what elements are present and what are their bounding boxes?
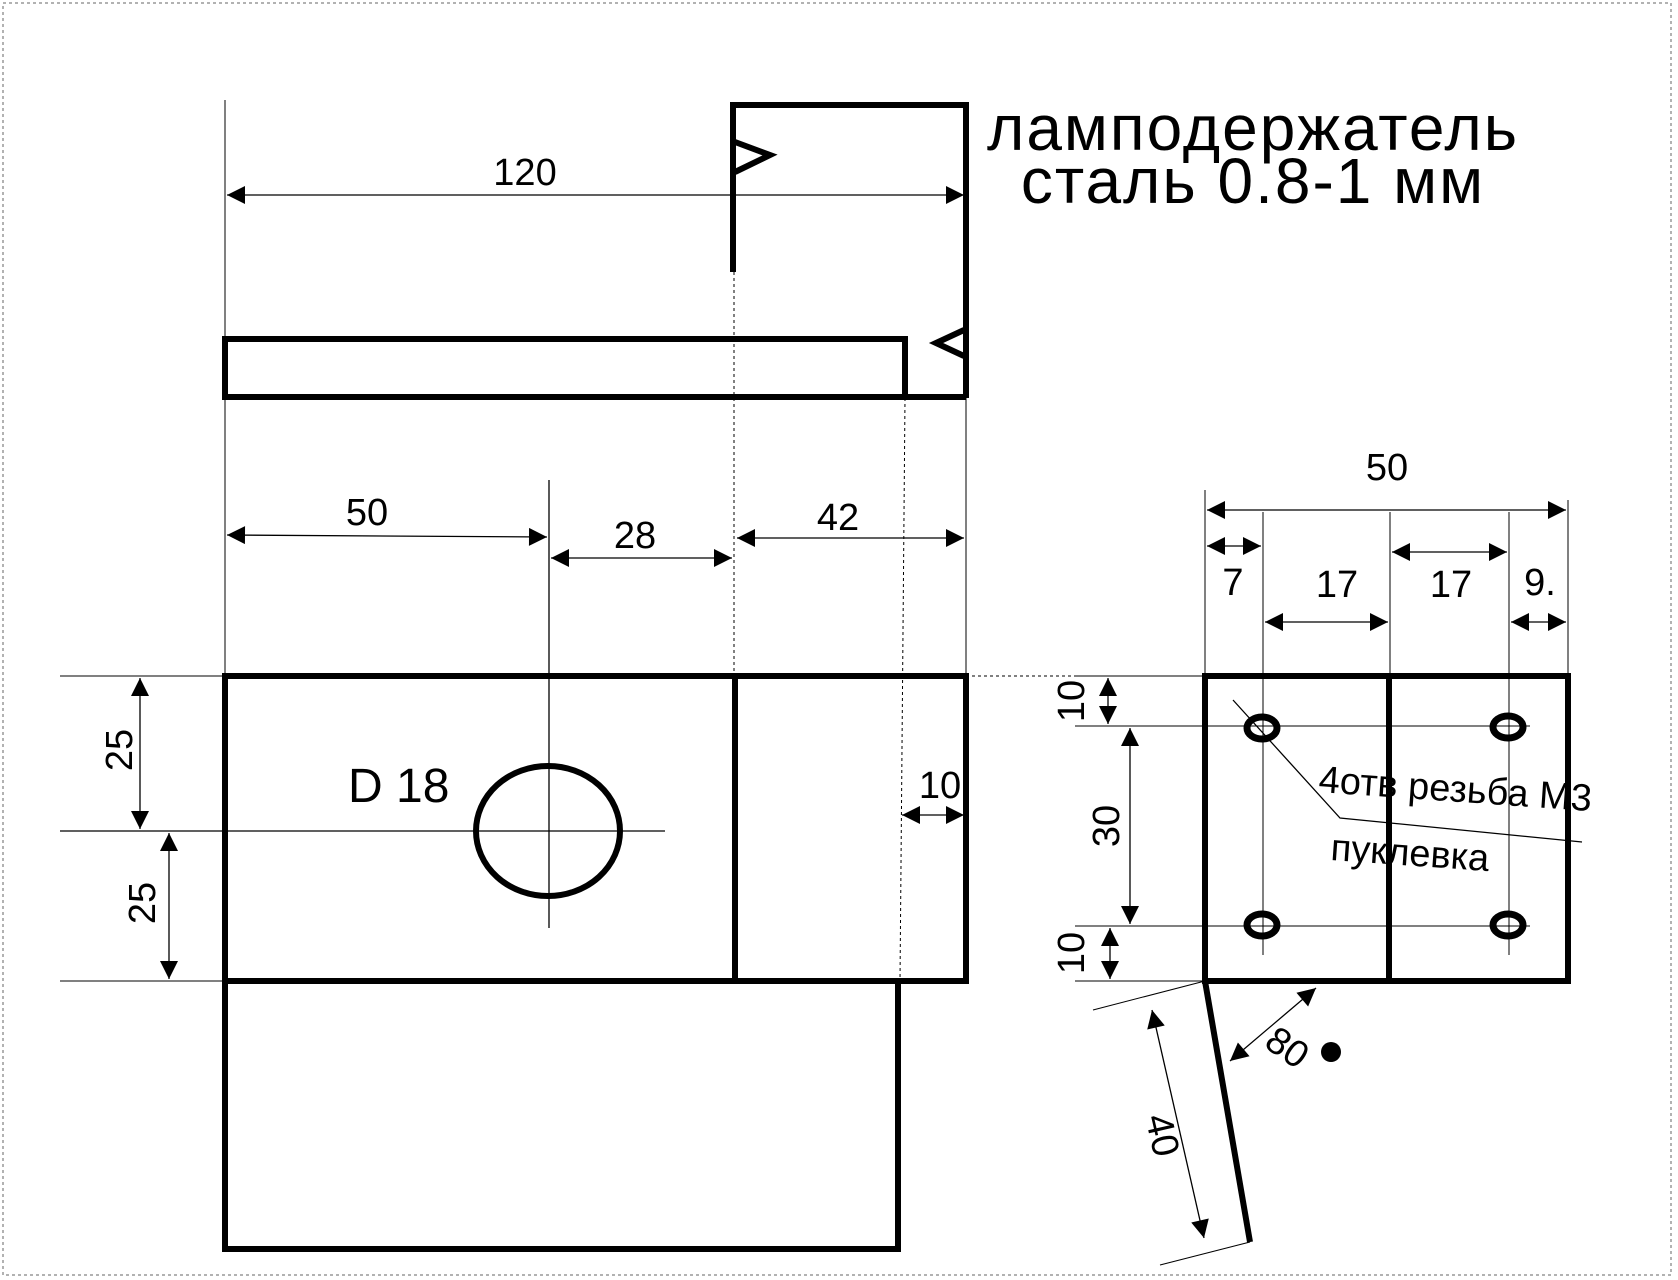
bent-tab [1202, 980, 1253, 1243]
dim-80: 80 [1258, 1019, 1317, 1078]
dimension-side-right: 9. [1511, 562, 1566, 631]
punch-note: пуклевка [1329, 827, 1491, 880]
top-profile [222, 102, 969, 400]
hook-mark-side [928, 327, 966, 359]
dim-50: 50 [346, 492, 388, 534]
leader-line [1232, 699, 1583, 843]
flat-pattern [60, 480, 969, 1252]
thread-hole-1 [1243, 713, 1281, 743]
hook-mark-top [733, 139, 778, 175]
dimension-upper-half: 25 [99, 678, 149, 829]
dimension-side-spacing-2: 17 [1392, 543, 1507, 606]
dim-28: 28 [614, 515, 656, 557]
dimension-middle-offset: 28 [551, 515, 732, 567]
thread-hole-3 [1243, 910, 1281, 940]
dimension-left-offset: 50 [226, 492, 548, 546]
main-plate [222, 673, 969, 984]
dim-42: 42 [817, 497, 859, 539]
dimension-right-offset: 42 [737, 497, 964, 547]
dimension-fold-margin: 10 [902, 765, 964, 824]
dim-10-fold: 10 [919, 765, 961, 807]
dim-10-top: 10 [1051, 680, 1093, 722]
dimension-side-hole-span: 30 [1086, 728, 1139, 924]
dimension-side-top: 10 [1051, 678, 1117, 724]
dim-17-b: 17 [1430, 564, 1472, 606]
dim-25-lower: 25 [122, 882, 164, 924]
dim-side-50: 50 [1366, 447, 1408, 489]
dimension-side-width: 50 [1207, 447, 1566, 519]
dim-9: 9. [1524, 562, 1556, 604]
dim-120: 120 [493, 152, 556, 194]
lower-plate [222, 978, 901, 1252]
dimension-side-left: 7 [1207, 537, 1261, 604]
dimension-lower-half: 25 [122, 833, 178, 979]
hole-diameter-label: D 18 [348, 760, 449, 813]
thread-hole-4 [1489, 910, 1527, 940]
dimension-side-spacing-1: 17 [1265, 564, 1388, 631]
holes-note: 4отв резьба М3 [1317, 759, 1593, 820]
base-profile [222, 336, 908, 400]
title-line-1: ламподержатель [987, 92, 1519, 164]
extension-lines [60, 100, 1205, 982]
reference-dot [1321, 1042, 1341, 1062]
dim-10-bottom: 10 [1051, 932, 1093, 974]
dim-7: 7 [1222, 562, 1243, 604]
dim-30: 30 [1086, 805, 1128, 847]
dimension-overall-length: 120 [227, 152, 964, 204]
upright-profile [730, 102, 969, 398]
dim-40: 40 [1136, 1110, 1186, 1161]
title-line-2: сталь 0.8-1 мм [1021, 145, 1485, 217]
dim-25-upper: 25 [99, 729, 141, 771]
ext-base-end [899, 397, 906, 982]
dimension-tab-length: 40 [1136, 1009, 1251, 1266]
dim-17-a: 17 [1316, 564, 1358, 606]
thread-hole-2 [1489, 712, 1527, 742]
dimension-side-bottom: 10 [1051, 928, 1119, 979]
side-bracket [1075, 490, 1583, 1243]
